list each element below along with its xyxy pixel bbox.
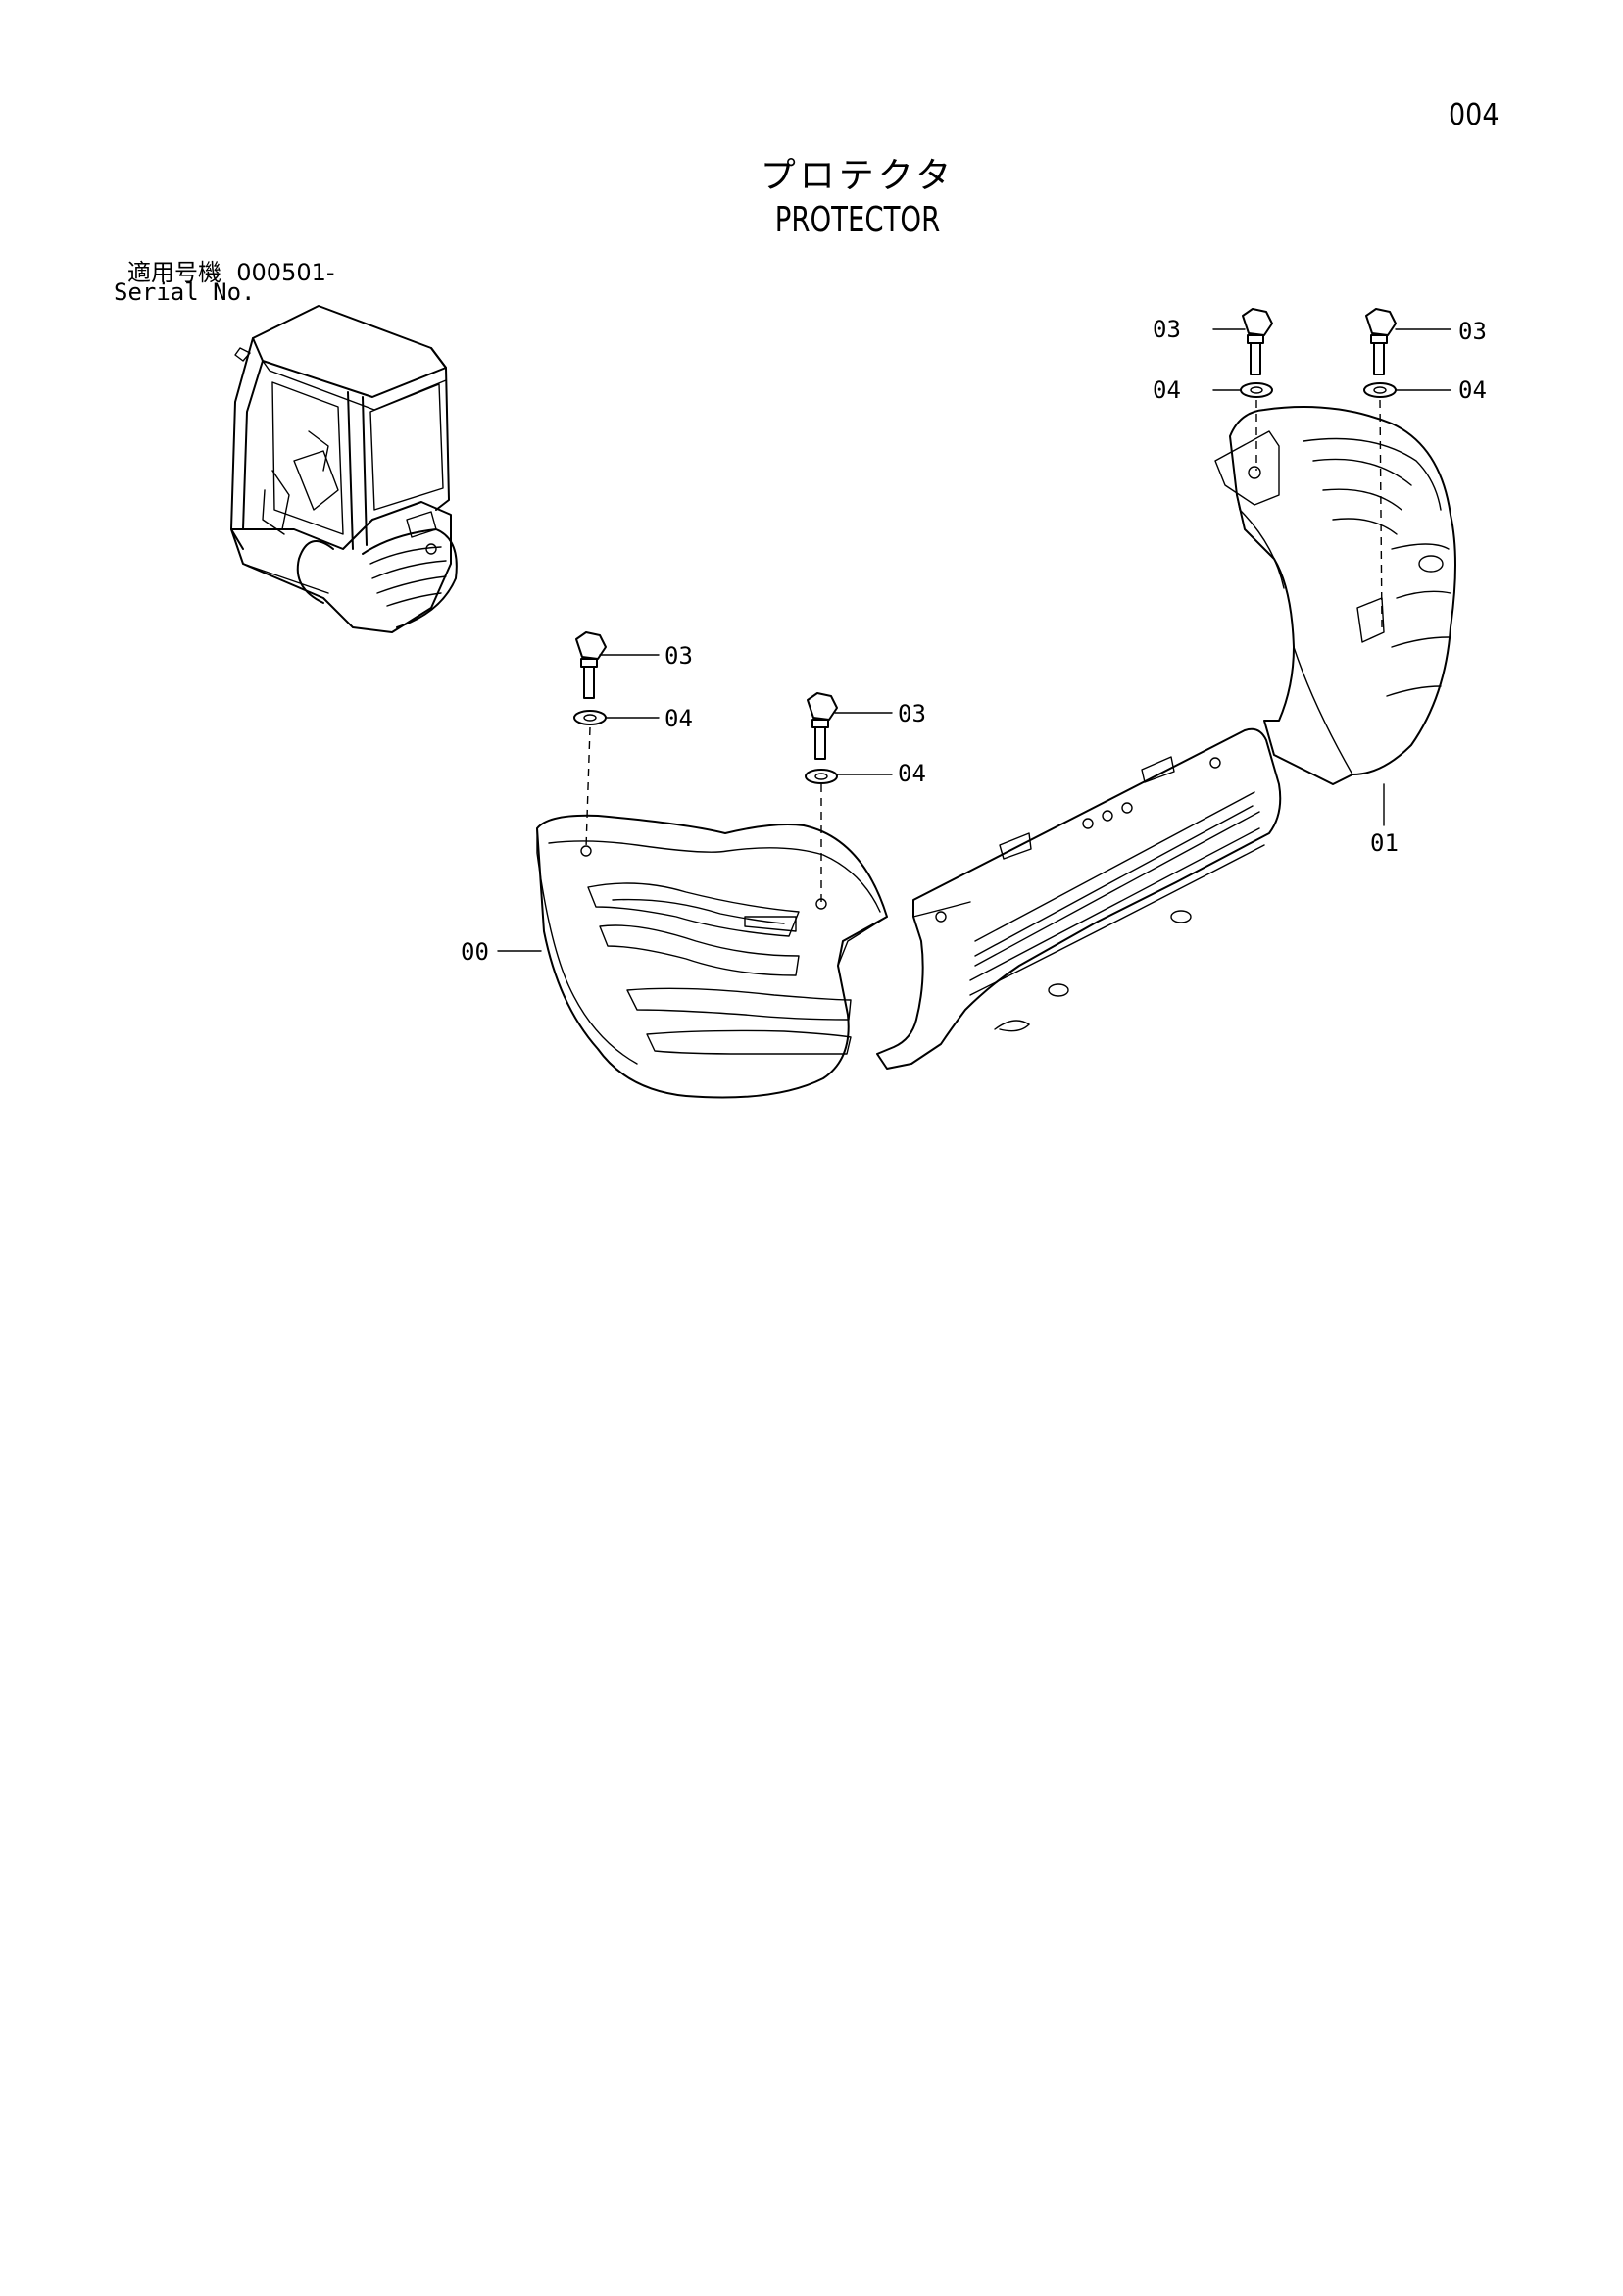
callout-04: 04 [898,760,926,787]
page-title: PROTECTOR [774,200,941,240]
callout-01: 01 [1370,829,1399,857]
washer-04 [805,769,838,784]
serial-value: 000501- [236,259,335,286]
part-center-protector [876,727,1282,1070]
fasteners [573,308,1397,784]
bolt-03 [1365,308,1397,375]
serial-label-jp: 適用号機 [127,259,221,286]
callout-03: 03 [1458,318,1487,345]
part-00-left-protector [536,814,888,1099]
machine-overview-illustration [230,305,458,633]
callout-03: 03 [664,642,693,670]
bolt-03 [575,631,607,699]
page-number: 004 [1449,98,1500,132]
part-01-right-protector [1214,406,1456,785]
washer-04 [573,710,607,725]
callout-04: 04 [1458,376,1487,404]
washer-04 [1363,382,1397,398]
bolt-03 [807,692,838,760]
page-title-japanese: プロテクタ [760,156,956,196]
assembly-lines [580,399,1383,910]
washer-04 [1240,382,1273,398]
serial-applicability: 適用号機 000501- [127,253,335,287]
callout-04: 04 [664,705,693,732]
callout-03: 03 [1153,316,1181,343]
callout-03: 03 [898,700,926,727]
callout-00: 00 [461,938,489,966]
bolt-03 [1242,308,1273,375]
callout-labels: 03 04 03 04 03 04 03 04 00 01 [461,316,1487,966]
leader-lines [497,328,1451,952]
callout-04: 04 [1153,376,1181,404]
serial-label-en: Serial No. [114,278,256,306]
